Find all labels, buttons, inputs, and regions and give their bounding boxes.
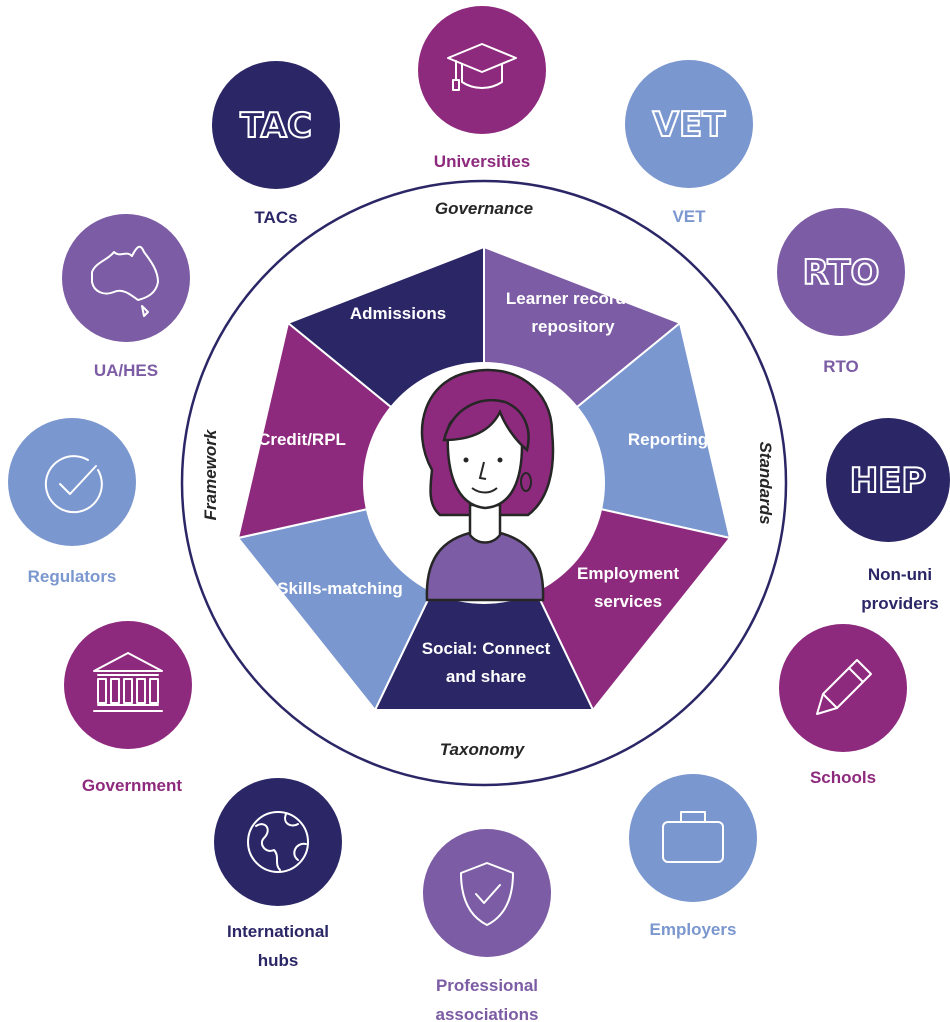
- node-circle-tacs: [212, 61, 340, 189]
- node-rto: RTO RTO: [777, 208, 905, 376]
- segment-label-skills-matching: Skills-matching: [277, 579, 403, 598]
- node-circle-non-uni-providers: [826, 418, 950, 542]
- svg-text:HEP: HEP: [850, 461, 927, 501]
- node-circle-universities: [418, 6, 546, 134]
- segment-label-admissions: Admissions: [350, 304, 446, 323]
- node-circle-ua-hes: [62, 214, 190, 342]
- australia-map-icon: [91, 245, 159, 317]
- node-tacs: TAC TACs: [212, 61, 340, 227]
- ring-labels: Governance Standards Taxonomy Framework: [201, 199, 775, 759]
- node-label-ua-hes: UA/HES: [94, 361, 158, 380]
- node-circle-professional-associations: [423, 829, 551, 957]
- node-regulators: Regulators: [8, 418, 136, 586]
- ring-label-standards: Standards: [756, 441, 775, 524]
- node-label-universities: Universities: [434, 152, 530, 171]
- node-government: Government: [64, 621, 192, 795]
- node-label-government: Government: [82, 776, 182, 795]
- node-label-tacs: TACs: [254, 208, 297, 227]
- pencil-icon: [816, 659, 872, 715]
- node-ua-hes: UA/HES: [62, 214, 190, 380]
- node-schools: Schools: [779, 624, 907, 787]
- node-circle-vet: [625, 60, 753, 188]
- node-circle-schools: [779, 624, 907, 752]
- ring-label-governance: Governance: [435, 199, 533, 218]
- graduation-cap-icon: [447, 43, 517, 91]
- svg-text:RTO: RTO: [803, 253, 880, 293]
- segment-label-reporting: Reporting: [628, 430, 708, 449]
- ring-label-framework: Framework: [201, 428, 220, 520]
- learner-portrait-icon: [420, 368, 555, 602]
- node-universities: Universities: [418, 6, 546, 171]
- svg-text:TAC: TAC: [240, 106, 312, 146]
- node-circle-international-hubs: [214, 778, 342, 906]
- check-circle-icon: [44, 455, 103, 514]
- government-building-icon: [93, 652, 163, 712]
- node-employers: Employers: [629, 774, 757, 939]
- segment-label-learner-records: Learner records/repository: [506, 289, 640, 336]
- node-label-vet: VET: [672, 207, 706, 226]
- svg-text:VET: VET: [653, 105, 727, 145]
- node-label-rto: RTO: [823, 357, 859, 376]
- node-label-employers: Employers: [650, 920, 737, 939]
- node-label-schools: Schools: [810, 768, 876, 787]
- globe-icon: [247, 811, 309, 873]
- segment-label-credit-rpl: Credit/RPL: [258, 430, 346, 449]
- ring-label-taxonomy: Taxonomy: [440, 740, 526, 759]
- briefcase-icon: [662, 811, 724, 863]
- vet-text-icon: VET: [652, 104, 728, 146]
- node-circle-regulators: [8, 418, 136, 546]
- node-vet: VET VET: [625, 60, 753, 226]
- node-circle-rto: [777, 208, 905, 336]
- node-circle-government: [64, 621, 192, 749]
- shield-check-icon: [460, 862, 514, 926]
- hep-text-icon: HEP: [849, 460, 928, 502]
- node-circle-employers: [629, 774, 757, 902]
- node-label-regulators: Regulators: [28, 567, 117, 586]
- outer-ring: [180, 179, 788, 787]
- rto-text-icon: RTO: [802, 252, 881, 294]
- tac-text-icon: TAC: [239, 105, 313, 147]
